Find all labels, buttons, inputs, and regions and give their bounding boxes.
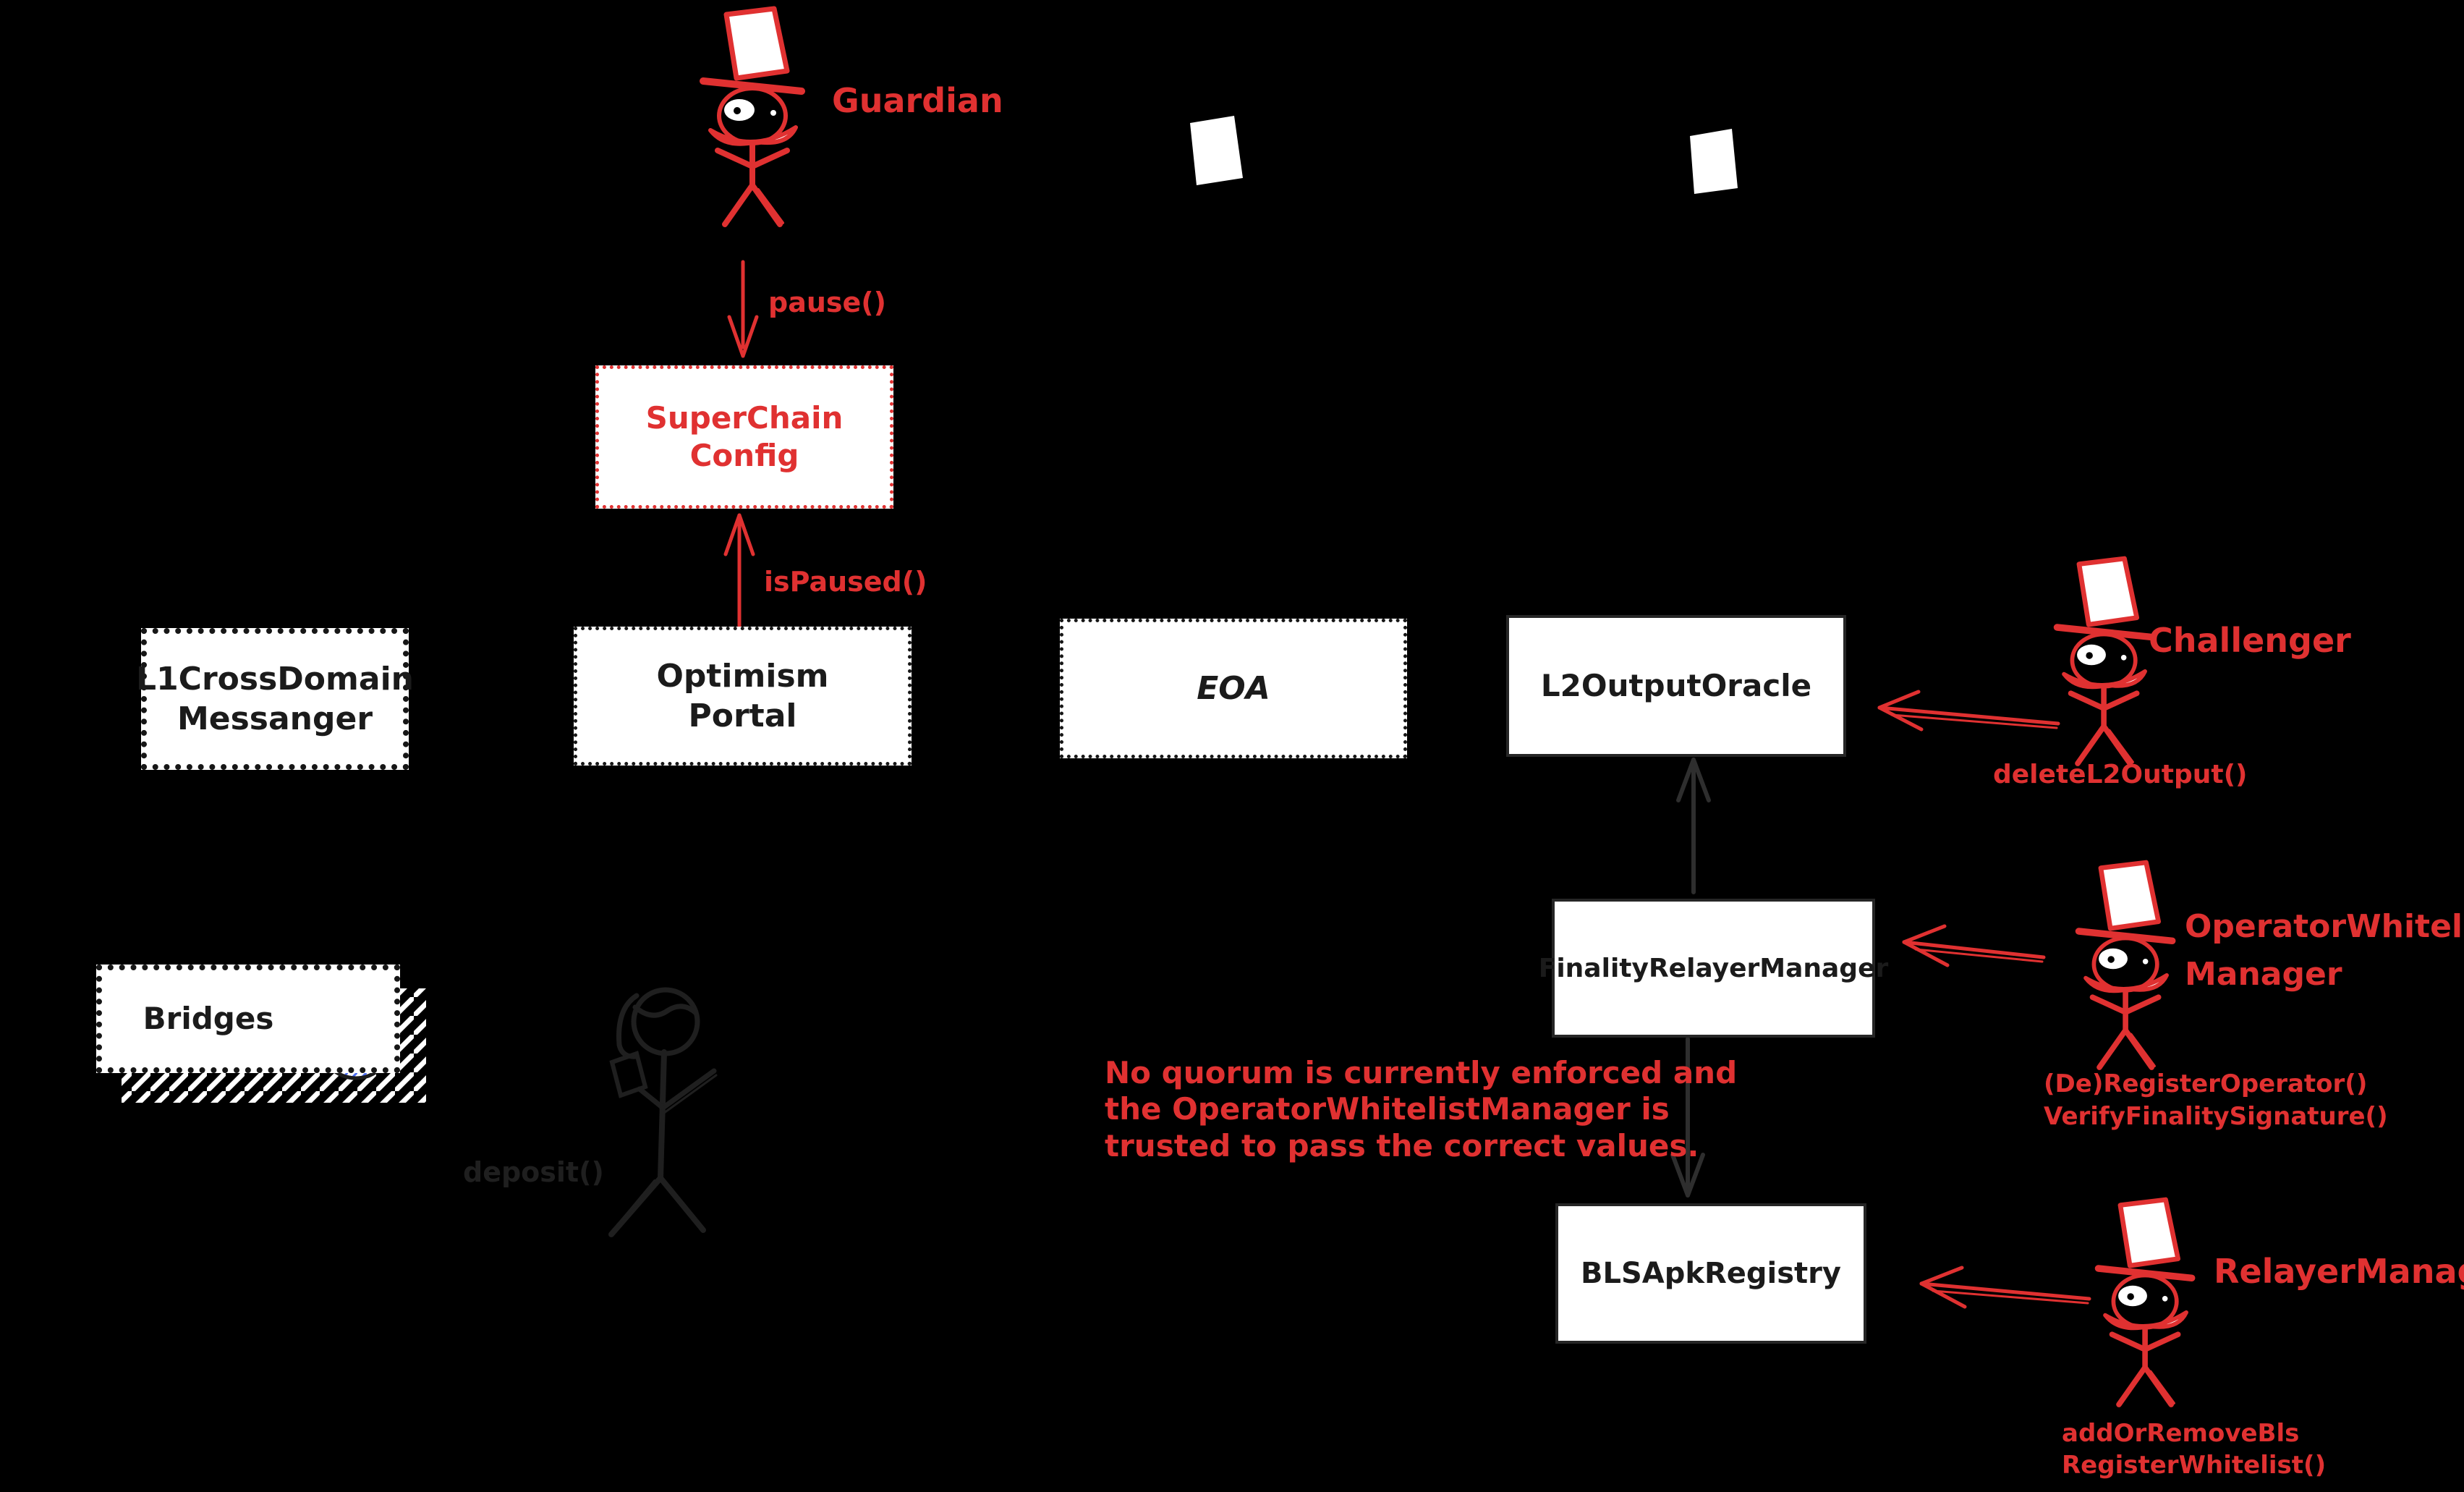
add-or-remove-bls-arrow [1919, 1266, 2091, 1309]
quorum-note: No quorum is currently enforced and the … [1105, 1055, 1737, 1164]
superchain-config-box: SuperChain Config [595, 365, 893, 509]
finality-to-oracle-arrow [1676, 758, 1711, 894]
bls-apk-registry-label: BLSApkRegistry [1581, 1257, 1841, 1290]
optimism-portal-label-line2: Portal [688, 698, 797, 734]
bridges-label: Bridges [143, 1000, 274, 1036]
relayer-manager-actor-icon [2099, 1200, 2192, 1404]
superchain-config-label-line1: SuperChain [645, 399, 844, 436]
quorum-note-line3: trusted to pass the correct values. [1105, 1127, 1699, 1163]
finality-to-bls-arrow [1670, 1037, 1705, 1198]
eoa-box: EOA [1060, 619, 1407, 758]
is-paused-call-label: isPaused() [764, 566, 927, 598]
delete-l2-output-call-label: deleteL2Output() [1993, 760, 2248, 789]
quorum-note-line2: the OperatorWhitelistManager is [1105, 1091, 1670, 1127]
operator-whitelist-manager-name-label: OperatorWhitelist Manager [2185, 903, 2464, 999]
l1-cross-domain-label-line2: Messanger [177, 700, 373, 737]
challenger-actor-icon [2057, 559, 2151, 763]
register-operator-arrow [1902, 924, 2046, 967]
operator-whitelist-manager-actor-icon [2079, 862, 2172, 1067]
owm-call-line2: VerifyFinalitySignature() [2044, 1101, 2388, 1131]
finality-relayer-manager-label: FinalityRelayerManager [1538, 953, 1889, 983]
hidden-actor-hat-icon [1190, 116, 1738, 194]
depositor-actor-icon [608, 987, 718, 1237]
challenger-name-label: Challenger [2149, 621, 2351, 660]
pause-call-label: pause() [768, 287, 887, 318]
optimism-portal-label-line1: Optimism [656, 658, 829, 695]
l1-cross-domain-label-line1: L1CrossDomain [136, 661, 414, 698]
bridges-box: Bridges [96, 965, 400, 1073]
delete-l2-output-arrow [1877, 690, 2060, 732]
owm-name-line2: Manager [2185, 956, 2342, 993]
owm-name-line1: OperatorWhitelist [2185, 908, 2464, 945]
rm-call-line2: RegisterWhitelist() [2062, 1450, 2327, 1480]
optimism-portal-box: Optimism Portal [574, 627, 912, 766]
finality-relayer-manager-box: FinalityRelayerManager [1539, 899, 1888, 1038]
owm-call-line1: (De)RegisterOperator() [2044, 1069, 2368, 1098]
superchain-config-label-line2: Config [689, 438, 799, 473]
deposit-call-label: deposit() [463, 1156, 604, 1188]
guardian-name-label: Guardian [832, 81, 1003, 120]
l2-output-oracle-box: L2OutputOracle [1506, 615, 1846, 757]
quorum-note-line1: No quorum is currently enforced and [1105, 1055, 1738, 1090]
operator-whitelist-manager-calls-label: (De)RegisterOperator() VerifyFinalitySig… [2044, 1068, 2388, 1133]
eoa-label: EOA [1197, 670, 1270, 707]
rm-call-line1: addOrRemoveBls [2062, 1419, 2300, 1448]
pause-arrow [727, 260, 759, 358]
relayer-manager-calls-label: addOrRemoveBls RegisterWhitelist() [2062, 1418, 2326, 1481]
is-paused-arrow [723, 513, 755, 630]
l1-cross-domain-messanger-box: L1CrossDomain Messanger [136, 628, 414, 770]
relayer-manager-name-label: RelayerManager [2214, 1252, 2464, 1291]
guardian-actor-icon [703, 9, 802, 224]
bls-apk-registry-box: BLSApkRegistry [1555, 1203, 1866, 1344]
l2-output-oracle-label: L2OutputOracle [1540, 667, 1812, 703]
